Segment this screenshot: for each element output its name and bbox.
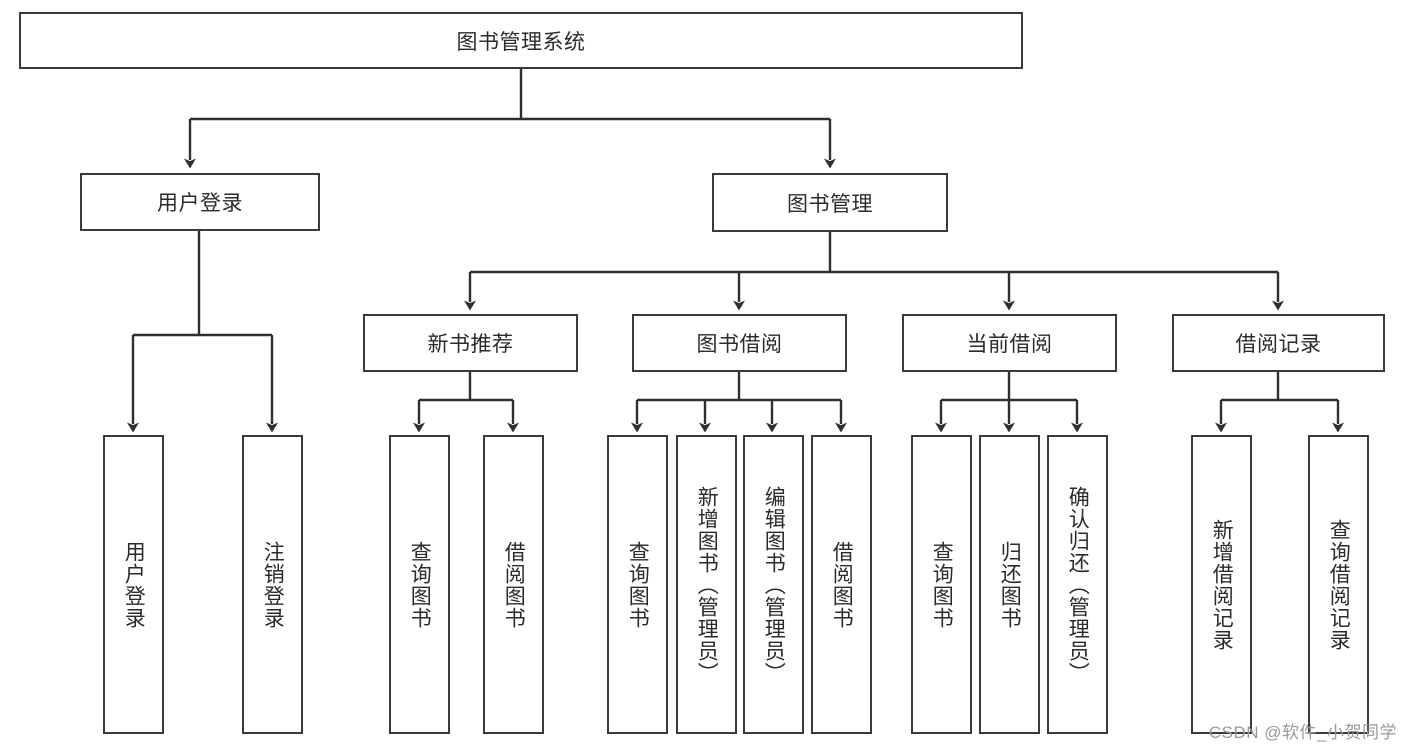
node-label: 查询图书 xyxy=(930,540,954,629)
node-label: 归还图书 xyxy=(998,540,1022,629)
leaf-user-login[interactable]: 用户登录 xyxy=(103,435,164,734)
leaf-add-borrow-record[interactable]: 新增借阅记录 xyxy=(1191,435,1252,734)
node-label: 确认归还（管理员） xyxy=(1066,485,1090,684)
leaf-borrow-book-recommend[interactable]: 借阅图书 xyxy=(483,435,544,734)
leaf-query-book-recommend[interactable]: 查询图书 xyxy=(389,435,450,734)
node-label: 新增借阅记录 xyxy=(1210,518,1234,651)
leaf-borrow-book[interactable]: 借阅图书 xyxy=(811,435,872,734)
node-label: 当前借阅 xyxy=(966,333,1053,356)
node-label: 图书管理 xyxy=(787,192,873,216)
node-label: 编辑图书（管理员） xyxy=(762,485,786,684)
leaf-query-borrow-record[interactable]: 查询借阅记录 xyxy=(1308,435,1369,734)
node-label: 借阅图书 xyxy=(830,540,854,629)
watermark: CSDN @软件_小贺同学 xyxy=(1208,723,1397,742)
leaf-edit-book-admin[interactable]: 编辑图书（管理员） xyxy=(743,435,804,734)
node-book-borrow[interactable]: 图书借阅 xyxy=(632,314,847,372)
node-user-login[interactable]: 用户登录 xyxy=(80,173,320,231)
node-label: 新增图书（管理员） xyxy=(695,485,719,684)
node-label: 注销登录 xyxy=(261,540,285,629)
node-label: 用户登录 xyxy=(122,540,146,629)
leaf-return-book[interactable]: 归还图书 xyxy=(979,435,1040,734)
node-label: 查询图书 xyxy=(626,540,650,629)
node-label: 借阅记录 xyxy=(1235,333,1322,356)
node-current-borrow[interactable]: 当前借阅 xyxy=(902,314,1117,372)
leaf-confirm-return-admin[interactable]: 确认归还（管理员） xyxy=(1047,435,1108,734)
node-new-book-recommend[interactable]: 新书推荐 xyxy=(363,314,578,372)
leaf-query-book-current[interactable]: 查询图书 xyxy=(911,435,972,734)
node-label: 查询图书 xyxy=(408,540,432,629)
node-borrow-record[interactable]: 借阅记录 xyxy=(1172,314,1385,372)
node-label: 查询借阅记录 xyxy=(1327,518,1351,651)
node-label: 借阅图书 xyxy=(502,540,526,629)
node-label: 用户登录 xyxy=(157,192,243,215)
node-label: 图书借阅 xyxy=(696,333,783,356)
node-root-system[interactable]: 图书管理系统 xyxy=(19,12,1023,69)
node-book-management[interactable]: 图书管理 xyxy=(712,173,948,232)
node-label: 新书推荐 xyxy=(427,333,514,356)
leaf-query-book-borrow[interactable]: 查询图书 xyxy=(607,435,668,734)
leaf-add-book-admin[interactable]: 新增图书（管理员） xyxy=(676,435,737,734)
leaf-logout[interactable]: 注销登录 xyxy=(242,435,303,734)
node-label: 图书管理系统 xyxy=(456,30,586,54)
